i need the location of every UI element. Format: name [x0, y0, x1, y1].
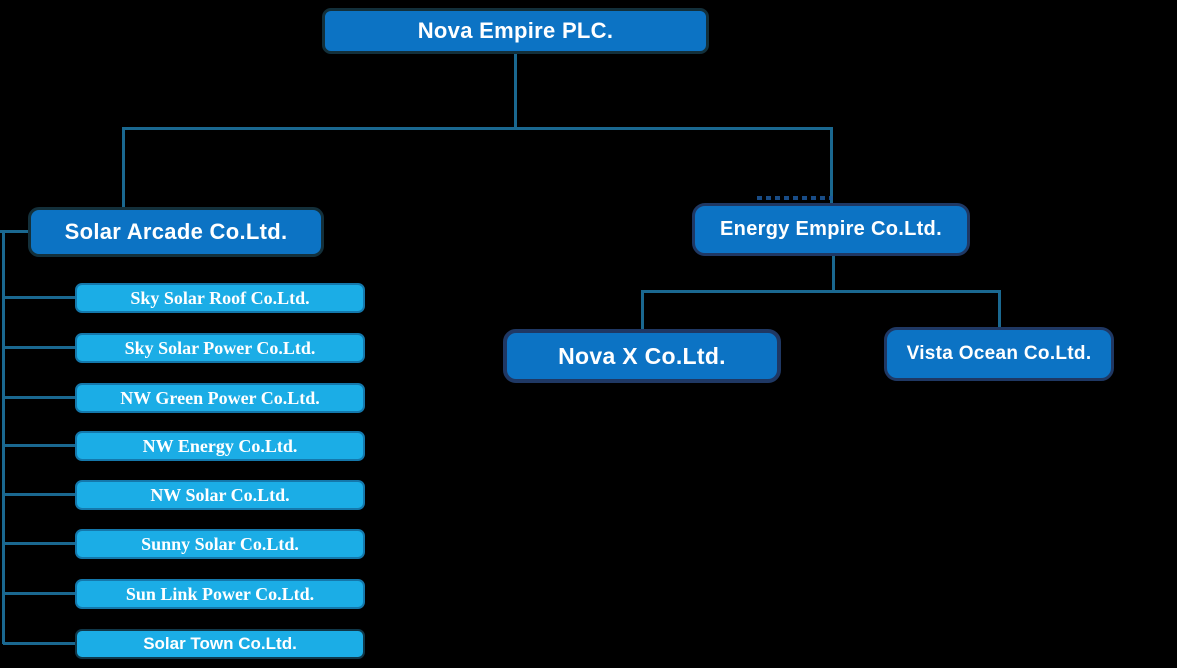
connector-to-energy-empire [830, 127, 833, 204]
org-node-energy-empire[interactable]: Energy Empire Co.Ltd. [692, 203, 970, 256]
connector-branch-sunny-solar [3, 542, 76, 545]
org-node-solar-arcade[interactable]: Solar Arcade Co.Ltd. [28, 207, 324, 257]
connector-branch-sky-solar-roof [3, 296, 76, 299]
node-label: Energy Empire Co.Ltd. [720, 218, 942, 240]
org-node-nw-solar[interactable]: NW Solar Co.Ltd. [75, 480, 365, 510]
org-node-nova-x[interactable]: Nova X Co.Ltd. [503, 329, 781, 383]
org-node-nova-empire[interactable]: Nova Empire PLC. [322, 8, 709, 54]
node-label: Sky Solar Roof Co.Ltd. [130, 287, 310, 308]
node-label: NW Green Power Co.Ltd. [120, 387, 320, 408]
node-label: Nova Empire PLC. [417, 18, 614, 43]
node-label: NW Solar Co.Ltd. [150, 484, 290, 505]
connector-branch-nw-green-power [3, 396, 76, 399]
node-label: Nova X Co.Ltd. [558, 342, 726, 369]
node-label: Sun Link Power Co.Ltd. [125, 583, 315, 604]
connector-root-down [514, 54, 517, 128]
connector-branch-solar-town [3, 642, 76, 645]
connector-to-nova-x [641, 290, 644, 330]
connector-energy-down [832, 255, 835, 291]
connector-branch-sun-link-power [3, 592, 76, 595]
connector-branch-nw-solar [3, 493, 76, 496]
connector-solar-arcade-left [0, 230, 30, 233]
connector-to-solar-arcade [122, 127, 125, 208]
org-node-sky-solar-roof[interactable]: Sky Solar Roof Co.Ltd. [75, 283, 365, 313]
connector-top-horizontal [122, 127, 833, 130]
org-node-solar-town[interactable]: Solar Town Co.Ltd. [75, 629, 365, 659]
connector-to-vista-ocean [998, 290, 1001, 328]
connector-energy-horizontal [641, 290, 1001, 293]
node-label: NW Energy Co.Ltd. [142, 435, 298, 456]
org-node-nw-energy[interactable]: NW Energy Co.Ltd. [75, 431, 365, 461]
connector-left-spine [2, 230, 5, 644]
node-label: Sky Solar Power Co.Ltd. [124, 337, 316, 358]
org-node-sun-link-power[interactable]: Sun Link Power Co.Ltd. [75, 579, 365, 609]
node-label: Solar Town Co.Ltd. [143, 634, 297, 653]
clipped-text-artifact [757, 196, 833, 200]
node-label: Solar Arcade Co.Ltd. [64, 219, 288, 244]
org-node-sunny-solar[interactable]: Sunny Solar Co.Ltd. [75, 529, 365, 559]
node-label: Vista Ocean Co.Ltd. [906, 343, 1092, 364]
connector-branch-sky-solar-power [3, 346, 76, 349]
connector-branch-nw-energy [3, 444, 76, 447]
node-label: Sunny Solar Co.Ltd. [141, 533, 299, 554]
org-node-nw-green-power[interactable]: NW Green Power Co.Ltd. [75, 383, 365, 413]
org-node-vista-ocean[interactable]: Vista Ocean Co.Ltd. [884, 327, 1114, 381]
org-node-sky-solar-power[interactable]: Sky Solar Power Co.Ltd. [75, 333, 365, 363]
